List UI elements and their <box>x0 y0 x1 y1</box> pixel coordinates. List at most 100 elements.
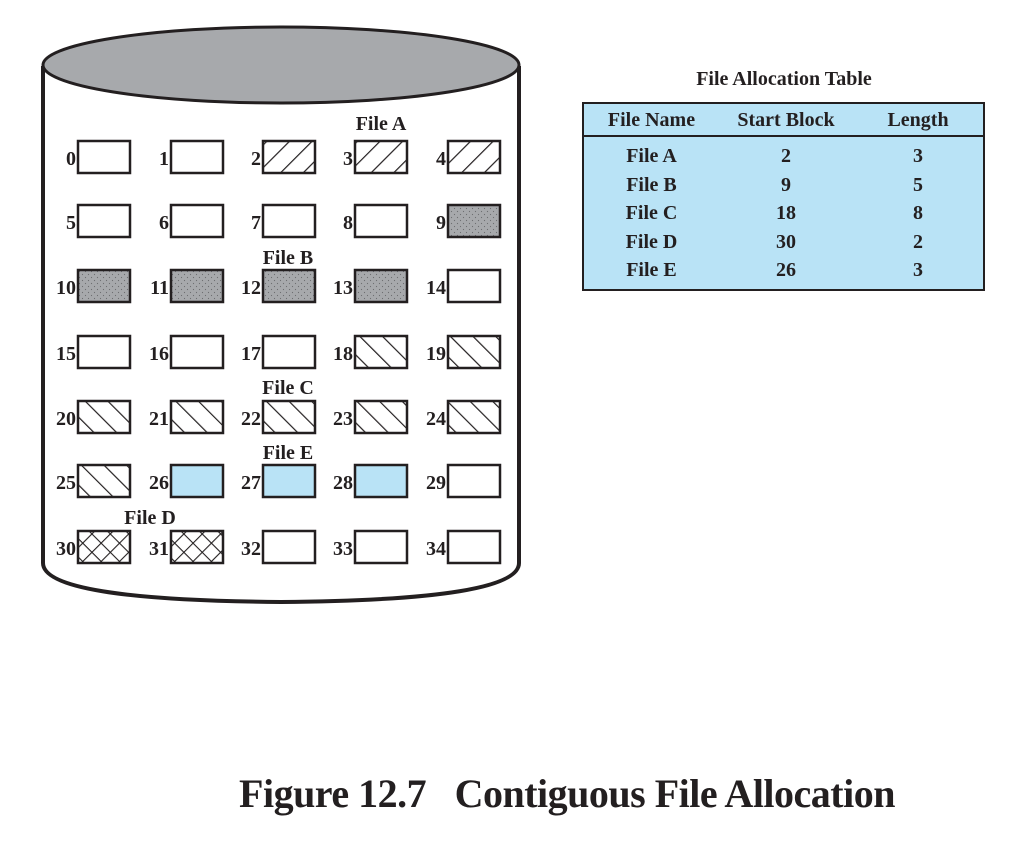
fat-header-file-name: File Name <box>607 108 696 131</box>
disk-block: 3 <box>343 139 409 175</box>
allocated-block <box>446 334 502 370</box>
block-number: 9 <box>436 212 446 234</box>
free-block <box>446 268 502 304</box>
block-number: 0 <box>66 148 76 170</box>
allocated-block <box>76 399 132 435</box>
disk-block: 13 <box>333 268 409 304</box>
block-number: 25 <box>56 472 76 494</box>
block-number: 33 <box>333 538 353 560</box>
allocated-block <box>76 268 132 304</box>
block-number: 20 <box>56 408 76 430</box>
allocated-block <box>353 139 409 175</box>
fat-header-start-block: Start Block <box>737 108 835 131</box>
block-number: 5 <box>66 212 76 234</box>
allocated-block <box>169 463 225 499</box>
disk-block: 17 <box>241 334 317 370</box>
free-block <box>76 334 132 370</box>
free-block <box>76 203 132 239</box>
block-number: 11 <box>150 277 169 299</box>
block-number: 12 <box>241 277 261 299</box>
disk-block: 2 <box>251 139 317 175</box>
block-number: 26 <box>149 472 169 494</box>
disk-block: 24 <box>426 399 502 435</box>
free-block <box>169 139 225 175</box>
disk-block: 6 <box>159 203 225 239</box>
disk-block: 1 <box>159 139 225 175</box>
fat-title: File Allocation Table <box>696 68 872 90</box>
fat-cell-file-name: File D <box>625 230 678 253</box>
disk-block: 23 <box>333 399 409 435</box>
free-block <box>261 334 317 370</box>
block-number: 14 <box>426 277 446 299</box>
block-number: 31 <box>149 538 169 560</box>
fat-cell-length: 8 <box>913 202 923 225</box>
fat-cell-length: 3 <box>913 259 923 282</box>
block-number: 7 <box>251 212 261 234</box>
block-number: 16 <box>149 343 169 365</box>
allocated-block <box>76 463 132 499</box>
allocated-block <box>446 203 502 239</box>
block-number: 4 <box>436 148 446 170</box>
disk-block: 15 <box>56 334 132 370</box>
fat-cell-start-block: 30 <box>776 230 796 253</box>
free-block <box>446 463 502 499</box>
cylinder-top <box>41 25 521 105</box>
disk-block: 32 <box>241 529 317 565</box>
disk-block: 28 <box>333 463 409 499</box>
block-number: 18 <box>333 343 353 365</box>
disk-block: 4 <box>436 139 502 175</box>
disk-block: 10 <box>56 268 132 304</box>
disk-block: 26 <box>149 463 225 499</box>
allocated-block <box>261 139 317 175</box>
block-number: 23 <box>333 408 353 430</box>
disk-block: 27 <box>241 463 317 499</box>
fat-header-length: Length <box>887 108 949 131</box>
disk-block: 14 <box>426 268 502 304</box>
allocated-block <box>169 268 225 304</box>
allocated-block <box>353 268 409 304</box>
disk-block: 33 <box>333 529 409 565</box>
free-block <box>76 139 132 175</box>
fat-cell-start-block: 18 <box>776 202 796 225</box>
disk-block: 9 <box>436 203 502 239</box>
block-number: 22 <box>241 408 261 430</box>
free-block <box>353 203 409 239</box>
block-number: 24 <box>426 408 446 430</box>
free-block <box>261 203 317 239</box>
disk-block: 11 <box>150 268 225 304</box>
free-block <box>169 334 225 370</box>
block-number: 19 <box>426 343 446 365</box>
allocated-block <box>76 529 132 565</box>
allocated-block <box>446 399 502 435</box>
fat-cell-start-block: 26 <box>776 259 796 282</box>
disk-block: 19 <box>426 334 502 370</box>
disk-block: 5 <box>66 203 132 239</box>
disk-block: 25 <box>56 463 132 499</box>
fat-cell-file-name: File C <box>625 202 678 225</box>
block-number: 6 <box>159 212 169 234</box>
allocated-block <box>353 334 409 370</box>
fat-cell-file-name: File B <box>626 173 677 196</box>
allocated-block <box>169 399 225 435</box>
disk-block: 12 <box>241 268 317 304</box>
free-block <box>353 529 409 565</box>
disk-block: 30 <box>56 529 132 565</box>
block-number: 30 <box>56 538 76 560</box>
fat-cell-file-name: File A <box>626 145 677 168</box>
disk-block: 21 <box>149 399 225 435</box>
disk-block: 7 <box>251 203 317 239</box>
disk-block: 20 <box>56 399 132 435</box>
disk-block: 29 <box>426 463 502 499</box>
disk-block: 31 <box>149 529 225 565</box>
disk-block: 16 <box>149 334 225 370</box>
block-number: 17 <box>241 343 261 365</box>
disk-block: 34 <box>426 529 502 565</box>
fat-cell-length: 3 <box>913 145 923 168</box>
fat-row: File C 18 8 <box>584 199 983 228</box>
allocated-block <box>261 268 317 304</box>
